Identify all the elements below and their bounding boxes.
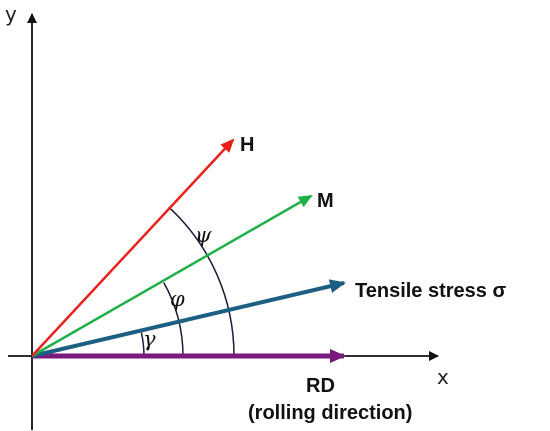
m-label: M <box>317 190 334 212</box>
rd-label: RD <box>306 375 335 397</box>
h-label: H <box>240 134 254 156</box>
m-vector <box>31 194 313 358</box>
tensile-stress-label: Tensile stress σ <box>355 280 506 302</box>
rd-sublabel: (rolling direction) <box>248 402 412 424</box>
x-axis-label: x <box>437 365 449 389</box>
arc-psi <box>168 206 235 357</box>
psi-label: ψ <box>195 223 212 247</box>
tensile-stress-vector <box>31 279 346 358</box>
phi-label: φ <box>170 287 185 311</box>
y-axis-label: y <box>5 2 17 26</box>
gamma-label: γ <box>143 327 156 351</box>
arc-phi <box>163 282 184 357</box>
h-vector <box>31 138 235 357</box>
